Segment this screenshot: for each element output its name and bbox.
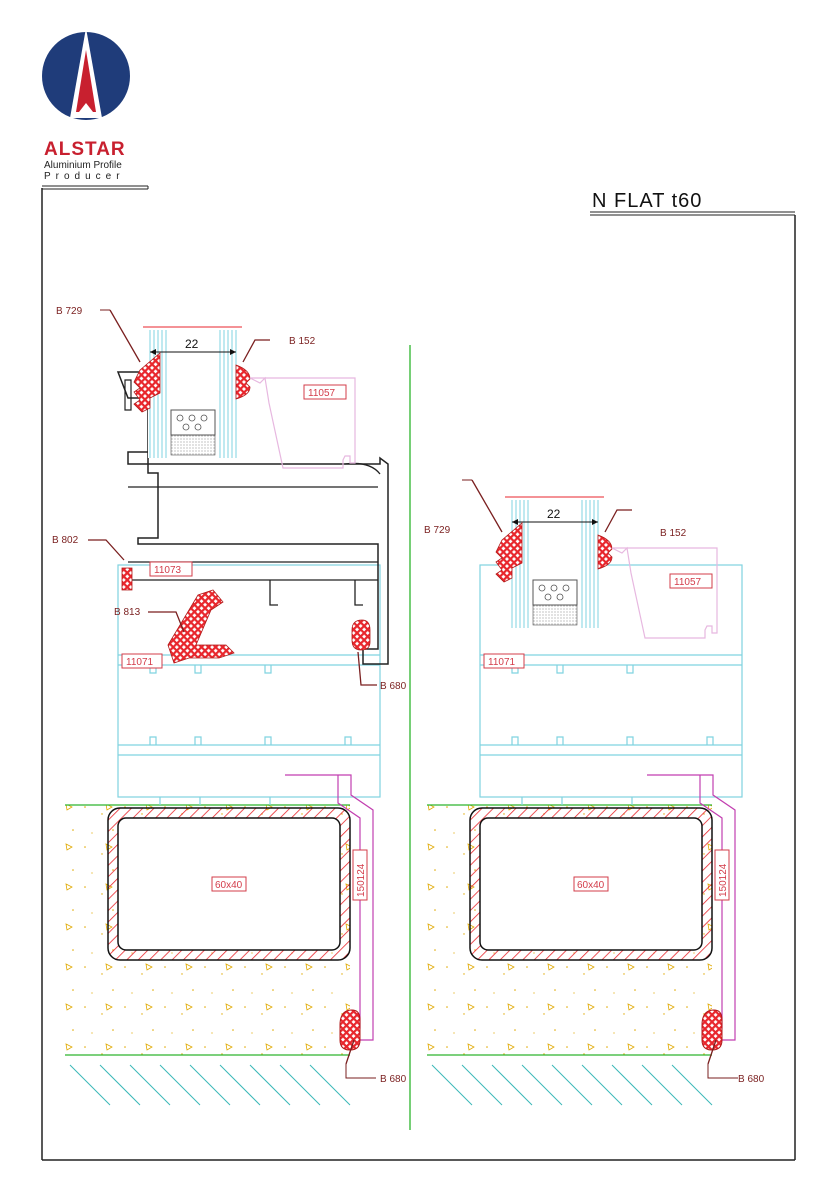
label-b813: B 813	[114, 607, 141, 618]
label-b680-upper: B 680	[380, 681, 407, 692]
tag-60x40: 60x40	[577, 880, 605, 891]
drawing-title: N FLAT t60	[592, 190, 702, 212]
tag-11071: 11071	[488, 657, 516, 668]
tag-150124: 150124	[718, 863, 729, 897]
left-detail: B 729 B 152 B 802 B 813 B 680 B 680 22 1…	[52, 306, 407, 1106]
tag-11057: 11057	[674, 577, 702, 588]
label-b152: B 152	[289, 336, 316, 347]
alstar-logo: ALSTAR Aluminium Profile Producer	[42, 28, 130, 182]
label-b802: B 802	[52, 535, 79, 546]
logo-tagline-1: Aluminium Profile	[44, 160, 122, 171]
label-b729: B 729	[424, 525, 451, 536]
label-b680-lower: B 680	[380, 1074, 407, 1085]
right-detail: B 729 B 152 B 680 22 11057 11071 60x40 1…	[424, 479, 765, 1106]
label-b680-lower: B 680	[738, 1074, 765, 1085]
label-b729: B 729	[56, 306, 83, 317]
logo-tagline-2: Producer	[44, 171, 125, 182]
tag-11057: 11057	[308, 388, 336, 399]
logo-brand: ALSTAR	[44, 139, 126, 160]
tag-11071: 11071	[126, 657, 154, 668]
label-b152: B 152	[660, 528, 687, 539]
sheet-border	[41, 185, 796, 1161]
tag-11073: 11073	[154, 565, 182, 576]
glass-dimension: 22	[185, 337, 199, 351]
tag-150124: 150124	[356, 863, 367, 897]
glass-dimension: 22	[547, 507, 561, 521]
tag-60x40: 60x40	[215, 880, 243, 891]
